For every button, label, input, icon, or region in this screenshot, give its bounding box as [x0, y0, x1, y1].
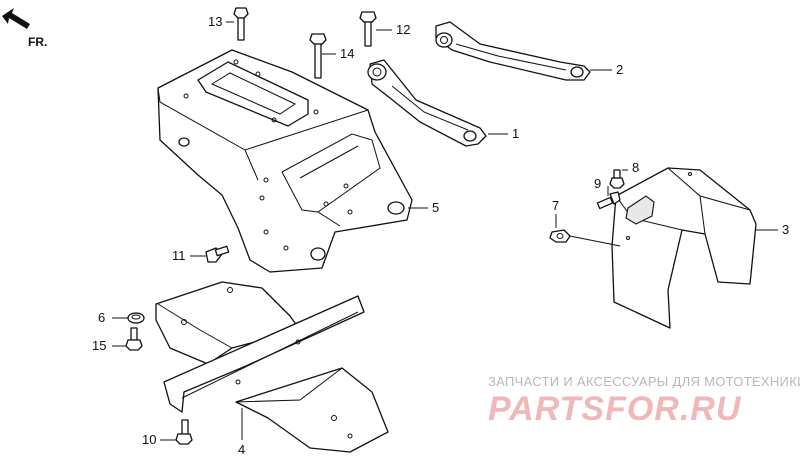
direction-label: FR. — [28, 35, 47, 49]
callout-4: 4 — [238, 442, 245, 457]
part-1-arm — [367, 59, 487, 147]
front-direction-arrow — [2, 8, 30, 29]
part-8-bolt — [609, 169, 625, 189]
part-2-arm — [435, 21, 591, 81]
part-6-washer — [127, 312, 145, 324]
part-3-cover — [611, 167, 757, 329]
callout-3: 3 — [782, 222, 789, 237]
part-13-bolt — [233, 7, 249, 41]
callout-5: 5 — [432, 200, 439, 215]
part-9-screw — [596, 191, 621, 210]
part-10-bolt — [175, 419, 193, 445]
callout-15: 15 — [92, 338, 106, 353]
callout-13: 13 — [208, 14, 222, 29]
callout-7: 7 — [552, 198, 559, 213]
part-5-main-bracket — [157, 49, 413, 273]
watermark-line-2: PARTSFOR.RU — [488, 390, 742, 428]
part-4-lower-bracket — [155, 281, 389, 453]
part-7-nut — [549, 229, 571, 243]
callout-14: 14 — [340, 46, 354, 61]
callout-9: 9 — [594, 176, 601, 191]
callout-2: 2 — [616, 62, 623, 77]
part-12-bolt — [359, 11, 377, 47]
callout-11: 11 — [172, 248, 186, 263]
part-11-bolt — [205, 245, 230, 263]
callout-12: 12 — [396, 22, 410, 37]
leader-lines — [112, 21, 778, 441]
callout-10: 10 — [142, 432, 156, 447]
callout-6: 6 — [98, 310, 105, 325]
part-14-bolt — [309, 33, 327, 79]
part-15-bolt — [125, 327, 143, 351]
callout-1: 1 — [512, 126, 519, 141]
callout-8: 8 — [632, 160, 639, 175]
watermark-line-1: ЗАПЧАСТИ И АКСЕССУАРЫ ДЛЯ МОТОТЕХНИКИ — [488, 374, 800, 389]
